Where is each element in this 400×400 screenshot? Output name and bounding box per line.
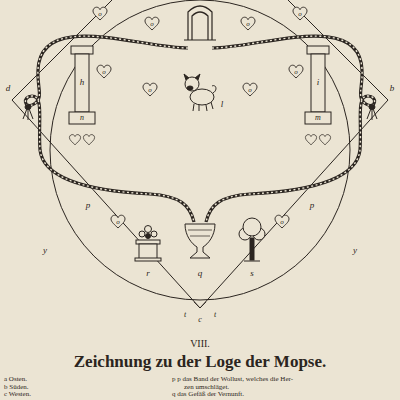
heart xyxy=(275,215,289,228)
line-letter: y xyxy=(43,246,47,255)
heart-letter: o xyxy=(280,219,284,226)
tree xyxy=(239,218,265,261)
heart-letter: o xyxy=(102,69,106,76)
cord xyxy=(206,36,375,222)
heart-letter: o xyxy=(148,87,152,94)
point-letter: c xyxy=(198,316,202,324)
urn xyxy=(185,224,215,258)
lodge-circle xyxy=(50,0,350,300)
point-letter: t xyxy=(184,311,186,319)
heart-pair xyxy=(69,135,80,145)
heart xyxy=(143,83,157,96)
point-letter: t xyxy=(214,311,216,319)
heart xyxy=(241,17,255,30)
pillar xyxy=(311,54,325,112)
legend-line: q das Gefäß der Vernunft. xyxy=(172,391,244,398)
pillar xyxy=(75,54,89,112)
figure-letter: l xyxy=(221,100,224,109)
altar xyxy=(135,226,161,262)
heart xyxy=(111,215,125,228)
legend-line: p p das Band der Wollust, welches die He… xyxy=(172,376,293,383)
heart-letter: o xyxy=(246,21,250,28)
figure-letter: q xyxy=(198,269,203,278)
cord-twist xyxy=(206,36,375,222)
heart-letter: o xyxy=(294,69,298,76)
heart-letter: o xyxy=(248,87,252,94)
cord-twist xyxy=(25,36,194,222)
west-mark xyxy=(194,302,206,308)
figure-letter: s xyxy=(250,269,254,278)
legend-line: a Osten. xyxy=(4,376,27,383)
heart-pair xyxy=(83,135,94,145)
point-letter: d xyxy=(6,84,11,93)
plate-number: VIII. xyxy=(190,339,210,349)
heart xyxy=(243,83,257,96)
heart xyxy=(289,65,303,78)
legend-line: c Westen. xyxy=(4,391,31,398)
pug xyxy=(184,74,216,111)
point-letter: b xyxy=(390,84,395,93)
pillar-letter: n xyxy=(80,114,84,122)
pillar-letter: m xyxy=(315,114,321,122)
heart-pair xyxy=(319,135,330,145)
heart-letter: o xyxy=(298,11,302,18)
legend-line: zen umschläget. xyxy=(184,384,229,391)
heart-letter: o xyxy=(98,11,102,18)
plate-title: Zeichnung zu der Loge der Mopse. xyxy=(74,353,327,370)
tassel-knot xyxy=(25,105,31,110)
pillar-base xyxy=(69,112,95,124)
heart-letter: o xyxy=(150,21,154,28)
cord xyxy=(25,36,194,222)
pillar-letter: i xyxy=(317,78,320,87)
gate xyxy=(184,6,216,40)
heart-pair xyxy=(305,135,316,145)
pillar-capital xyxy=(71,46,93,54)
figure-letter: r xyxy=(146,269,150,278)
heart xyxy=(97,65,111,78)
tassel-knot xyxy=(369,105,375,110)
pillar-letter: h xyxy=(80,78,85,87)
legend-line: b Süden. xyxy=(4,384,29,391)
pillar-capital xyxy=(307,46,329,54)
cord-letter: p xyxy=(86,201,91,210)
heart xyxy=(293,7,307,20)
heart-letter: o xyxy=(116,219,120,226)
line-letter: y xyxy=(353,246,357,255)
cord-letter: p xyxy=(310,201,315,210)
heart xyxy=(145,17,159,30)
heart xyxy=(93,7,107,20)
pillar-base xyxy=(305,112,331,124)
square-lines xyxy=(12,0,388,308)
